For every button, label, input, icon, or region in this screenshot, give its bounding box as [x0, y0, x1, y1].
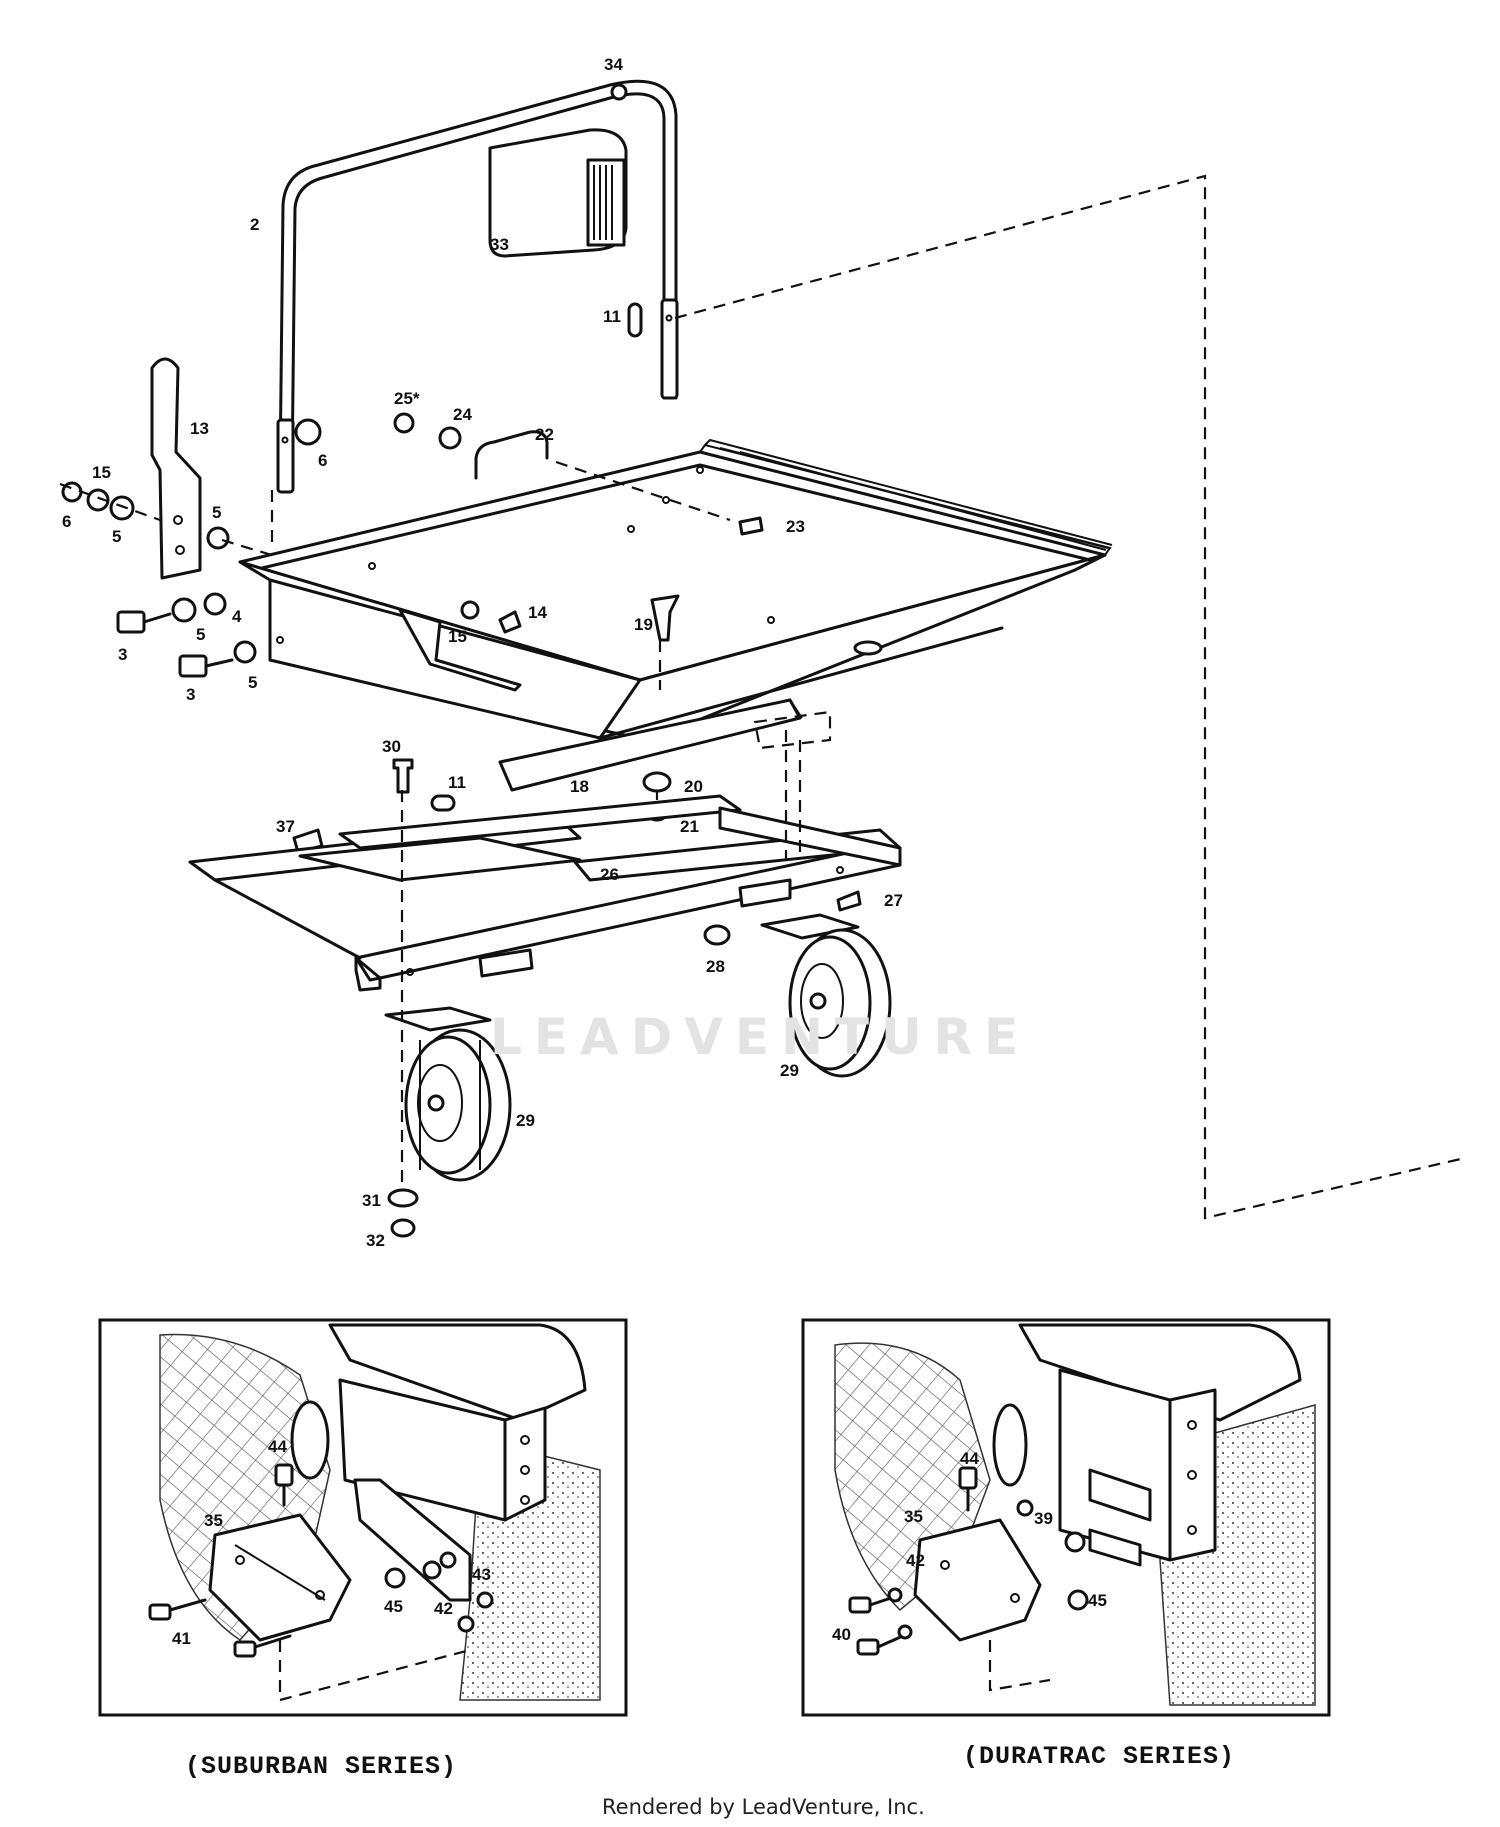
callout-42-duratrac: 42: [906, 1551, 925, 1570]
callout-22: 22: [535, 425, 554, 444]
callout-14: 14: [528, 603, 547, 622]
bolt-23: [738, 516, 764, 536]
callout-2: 2: [250, 215, 259, 234]
washer-15: [460, 600, 480, 620]
callout-39-duratrac: 39: [1034, 1509, 1053, 1528]
callout-41-suburban: 41: [172, 1629, 191, 1648]
callout-44-duratrac: 44: [960, 1449, 979, 1468]
washer-24: [438, 426, 462, 450]
callout-33: 33: [490, 235, 509, 254]
callout-15-left: 15: [92, 463, 111, 482]
cart-box: [238, 438, 1113, 742]
callout-28: 28: [706, 957, 725, 976]
bolt-30: [392, 758, 414, 794]
handle-frame: [276, 79, 679, 494]
callout-3-upper: 3: [118, 645, 127, 664]
callout-13: 13: [190, 419, 209, 438]
callout-15-mid: 15: [448, 627, 467, 646]
callout-11-upper: 11: [603, 307, 621, 326]
callout-11-lower: 11: [448, 773, 466, 792]
callout-3-lower: 3: [186, 685, 195, 704]
callout-5-mid: 5: [196, 625, 205, 644]
callout-24: 24: [453, 405, 472, 424]
callout-45-duratrac: 45: [1088, 1591, 1107, 1610]
footer-credit: Rendered by LeadVenture, Inc.: [602, 1795, 925, 1819]
washer-31: [387, 1188, 419, 1208]
callout-44-suburban: 44: [268, 1437, 287, 1456]
callout-34: 34: [604, 55, 623, 74]
callout-6-upper: 6: [318, 451, 327, 470]
callout-42-suburban: 42: [434, 1599, 453, 1618]
callout-19: 19: [634, 615, 653, 634]
callout-45-suburban: 45: [384, 1597, 403, 1616]
callout-6-left: 6: [62, 512, 71, 531]
suburban-inset: [98, 1318, 628, 1717]
callout-35-duratrac: 35: [904, 1507, 923, 1526]
bolt-19: [650, 594, 680, 642]
callout-30: 30: [382, 737, 401, 756]
callout-20: 20: [684, 777, 703, 796]
handle-pad: [488, 128, 628, 258]
callout-29-right: 29: [780, 1061, 799, 1080]
callout-25: 25*: [394, 389, 420, 408]
hitch-bracket: [150, 357, 202, 580]
nut-20: [642, 771, 672, 793]
callout-32: 32: [366, 1231, 385, 1250]
nut-28: [703, 924, 731, 946]
alignment-lines: [270, 174, 1466, 1220]
callout-4: 4: [232, 607, 242, 626]
callout-5-left: 5: [112, 527, 121, 546]
nut-25: [393, 412, 415, 434]
bolt-14: [498, 610, 522, 634]
pin-11-upper: [627, 302, 643, 338]
callout-43-suburban: 43: [472, 1565, 491, 1584]
callout-40-duratrac: 40: [832, 1625, 851, 1644]
callout-21: 21: [680, 817, 699, 836]
pin-11-lower: [430, 794, 456, 812]
callout-5-upper: 5: [212, 503, 221, 522]
strap-18: [498, 698, 802, 792]
callout-37: 37: [276, 817, 295, 836]
watermark: LEADVENTURE: [490, 1008, 1031, 1066]
grab-handle: [474, 430, 549, 480]
callout-31: 31: [362, 1191, 381, 1210]
callout-5-lower: 5: [248, 673, 257, 692]
bolt-27: [836, 890, 862, 912]
callout-23: 23: [786, 517, 805, 536]
caption-suburban: (SUBURBAN SERIES): [185, 1752, 458, 1781]
callout-26: 26: [600, 865, 619, 884]
clip-34: [610, 83, 628, 101]
caster-wheel-right: [760, 913, 892, 1078]
nut-6-upper: [294, 418, 322, 446]
callout-35-suburban: 35: [204, 1511, 223, 1530]
nut-32: [390, 1218, 416, 1238]
callout-18: 18: [570, 777, 589, 796]
callout-27: 27: [884, 891, 903, 910]
caption-duratrac: (DURATRAC SERIES): [963, 1742, 1236, 1771]
callout-29-left: 29: [516, 1111, 535, 1130]
caster-wheel-left: [384, 1006, 512, 1182]
cart-frame: [188, 794, 902, 992]
duratrac-inset: [801, 1318, 1331, 1717]
